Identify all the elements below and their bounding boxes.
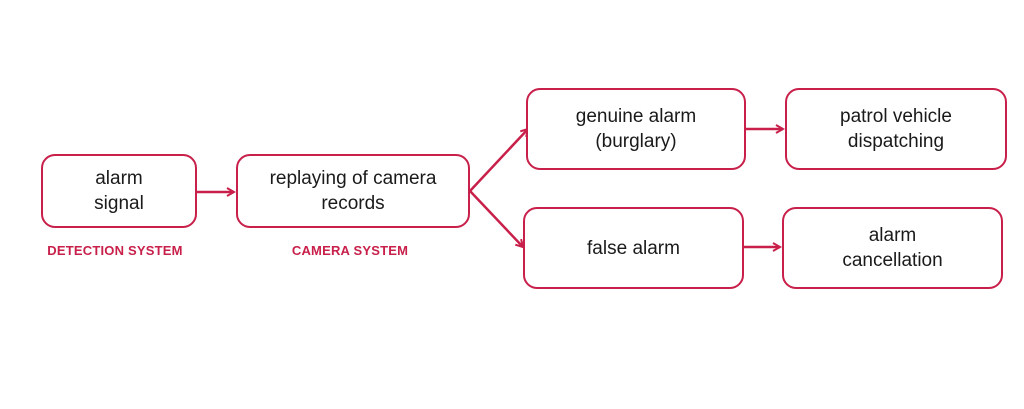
arrow-replay-to-false bbox=[469, 190, 523, 247]
node-line: dispatching bbox=[847, 131, 945, 152]
patrol-dispatching-node: patrol vehicle dispatching bbox=[785, 88, 1007, 170]
arrow-replay-to-genuine bbox=[469, 129, 528, 192]
replaying-node: replaying of camera records bbox=[236, 154, 470, 228]
node-line: genuine alarm bbox=[575, 106, 697, 127]
node-line: false alarm bbox=[587, 237, 680, 259]
alarm-cancellation-node: alarm cancellation bbox=[782, 207, 1003, 289]
camera-system-label: CAMERA SYSTEM bbox=[291, 243, 409, 258]
false-alarm-node: false alarm bbox=[523, 207, 744, 289]
node-line: replaying of camera bbox=[269, 168, 437, 189]
detection-system-label: DETECTION SYSTEM bbox=[47, 243, 183, 258]
node-line: records bbox=[321, 193, 385, 214]
node-line: alarm bbox=[95, 168, 143, 189]
node-line: cancellation bbox=[842, 250, 943, 271]
node-line: signal bbox=[94, 193, 144, 214]
node-line: (burglary) bbox=[595, 131, 677, 152]
genuine-alarm-node: genuine alarm (burglary) bbox=[526, 88, 746, 170]
alarm-signal-node: alarm signal bbox=[41, 154, 197, 228]
node-line: patrol vehicle bbox=[840, 106, 952, 127]
node-line: alarm bbox=[868, 225, 917, 246]
